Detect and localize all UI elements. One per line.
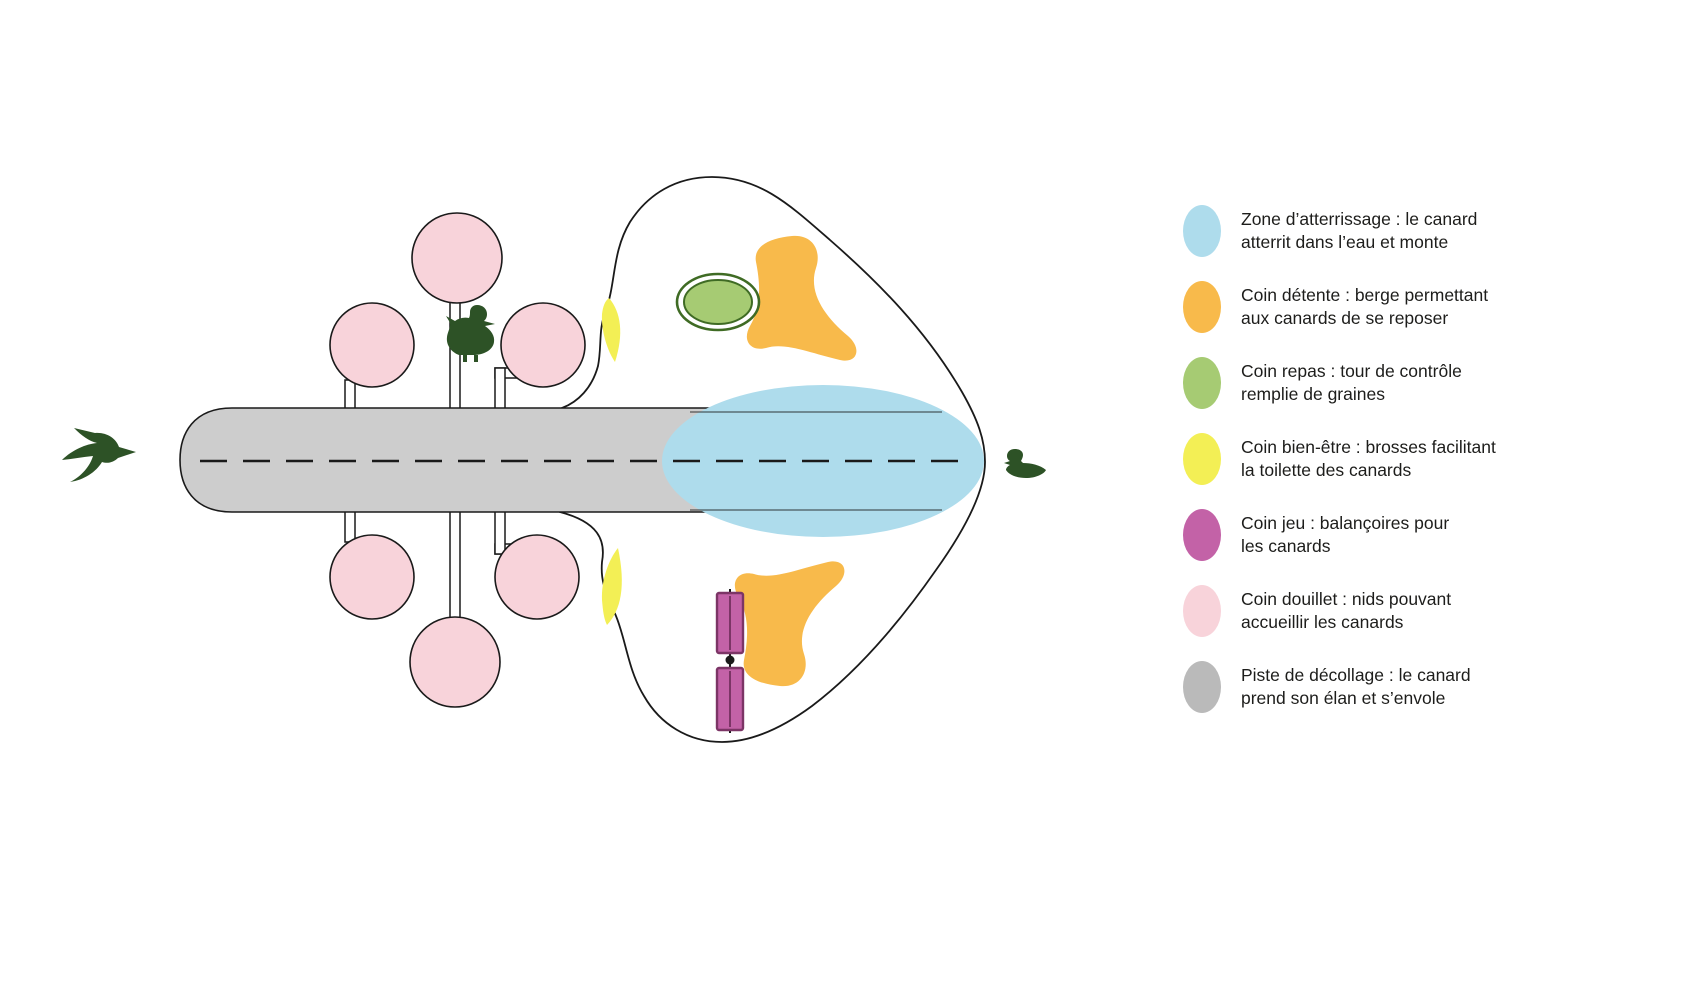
swimming-duck-icon <box>1004 449 1046 478</box>
feeding-tower-outer-ring <box>675 272 761 332</box>
standing-duck-shape <box>446 305 495 362</box>
nest-circle <box>329 302 415 388</box>
legend-item-runway: Piste de décollage : le canard prend son… <box>1183 661 1523 713</box>
runway-edge-lines <box>690 411 942 511</box>
legend-item-food-area: Coin repas : tour de contrôle remplie de… <box>1183 357 1523 409</box>
legend-swatch-grooming-area <box>1183 433 1221 485</box>
nest-circle <box>411 212 503 304</box>
nest-circles <box>329 212 586 708</box>
duck-airport-diagram <box>62 176 1046 743</box>
legend-swatch-runway <box>1183 661 1221 713</box>
taxiway-pipe <box>494 509 506 555</box>
feeding-tower <box>675 272 761 332</box>
legend-item-nest-area: Coin douillet : nids pouvant accueillir … <box>1183 585 1523 637</box>
legend-swatch-play-area <box>1183 509 1221 561</box>
legend-label-food-area: Coin repas : tour de contrôle remplie de… <box>1241 361 1462 404</box>
legend-swatch-rest-area <box>1183 281 1221 333</box>
legend-label-play-area: Coin jeu : balançoires pour les canards <box>1241 513 1450 556</box>
rest-bank <box>746 235 857 361</box>
legend-swatch-nest-area <box>1183 585 1221 637</box>
grooming-brush <box>601 548 622 625</box>
nest-circle <box>494 534 580 620</box>
duck-swings <box>715 589 745 733</box>
taxiway-pipe <box>344 379 356 411</box>
legend-swatch-food-area <box>1183 357 1221 409</box>
nest-circle <box>409 616 501 708</box>
legend-swatch-landing-zone <box>1183 205 1221 257</box>
legend-label-nest-area: Coin douillet : nids pouvant accueillir … <box>1241 589 1452 632</box>
flying-duck-shape <box>62 428 136 482</box>
legend: Zone d’atterrissage : le canard atterrit… <box>1183 205 1523 737</box>
legend-label-runway: Piste de décollage : le canard prend son… <box>1241 665 1471 708</box>
feeding-tower-bowl <box>683 279 753 325</box>
standing-duck-icon <box>446 305 495 362</box>
grooming-brush <box>601 298 621 362</box>
takeoff-runway <box>179 407 711 513</box>
grooming-brushes <box>601 298 622 625</box>
legend-item-grooming-area: Coin bien-être : brosses facilitant la t… <box>1183 433 1523 485</box>
flying-duck-icon <box>62 428 136 482</box>
taxiway-pipe <box>449 299 461 413</box>
legend-item-landing-zone: Zone d’atterrissage : le canard atterrit… <box>1183 205 1523 257</box>
legend-item-rest-area: Coin détente : berge permettant aux cana… <box>1183 281 1523 333</box>
nest-circle <box>500 302 586 388</box>
swimming-duck-shape <box>1004 449 1046 478</box>
legend-item-play-area: Coin jeu : balançoires pour les canards <box>1183 509 1523 561</box>
nest-circle <box>329 534 415 620</box>
legend-label-grooming-area: Coin bien-être : brosses facilitant la t… <box>1241 437 1496 480</box>
swing-pivot-dot <box>725 655 735 665</box>
rest-banks <box>734 235 857 687</box>
taxiway-pipe <box>494 367 506 413</box>
legend-label-landing-zone: Zone d’atterrissage : le canard atterrit… <box>1241 209 1478 252</box>
taxiway-pipe <box>344 509 356 543</box>
taxiway-pipe <box>449 509 461 623</box>
legend-label-rest-area: Coin détente : berge permettant aux cana… <box>1241 285 1489 328</box>
